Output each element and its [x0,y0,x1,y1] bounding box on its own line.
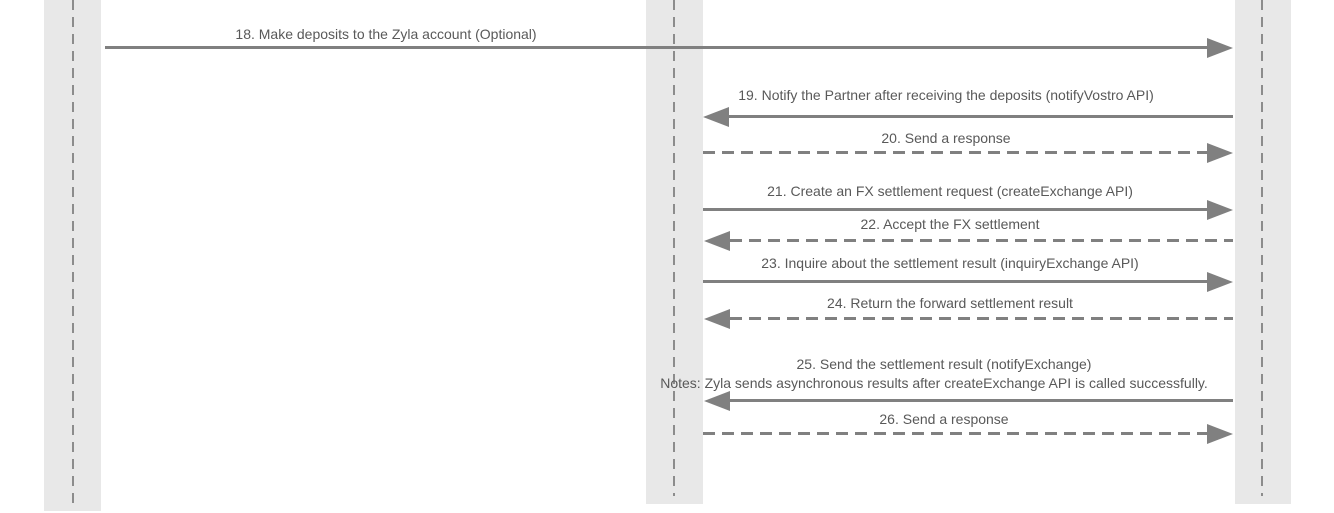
lifeline-right-dashed-line [1261,0,1263,496]
lifeline-right-band [1235,0,1291,504]
message-label: 20. Send a response [881,130,1011,146]
message-arrow-line [730,399,1233,402]
message-arrow-line [703,280,1207,283]
message-arrow-line [703,432,1207,435]
message-label: 18. Make deposits to the Zyla account (O… [235,26,537,42]
message-arrow-line [703,208,1207,211]
message-arrowhead-icon [1207,199,1233,220]
message-arrowhead-icon [1207,423,1233,444]
message-arrow-line [729,115,1233,118]
lifeline-middle-dashed-line [673,0,675,496]
message-arrow-line [730,317,1233,320]
message-arrowhead-icon [1207,142,1233,163]
lifeline-left-dashed-line [72,0,74,503]
message-label: 24. Return the forward settlement result [827,295,1073,311]
message-arrowhead-icon [1207,37,1233,58]
message-arrowhead-icon [1207,271,1233,292]
note-text: Notes: Zyla sends asynchronous results a… [660,375,1208,391]
message-label: 21. Create an FX settlement request (cre… [767,183,1133,199]
message-label: 23. Inquire about the settlement result … [761,255,1139,271]
message-arrow-line [105,46,1207,49]
message-arrow-line [730,239,1233,242]
message-arrowhead-icon [704,230,730,251]
message-label: 19. Notify the Partner after receiving t… [738,87,1154,103]
message-label: 22. Accept the FX settlement [860,216,1040,232]
message-arrowhead-icon [704,390,730,411]
message-label: 26. Send a response [879,411,1009,427]
message-arrow-line [703,151,1207,154]
message-arrowhead-icon [703,106,729,127]
message-label: 25. Send the settlement result (notifyEx… [796,356,1092,372]
message-arrowhead-icon [704,308,730,329]
